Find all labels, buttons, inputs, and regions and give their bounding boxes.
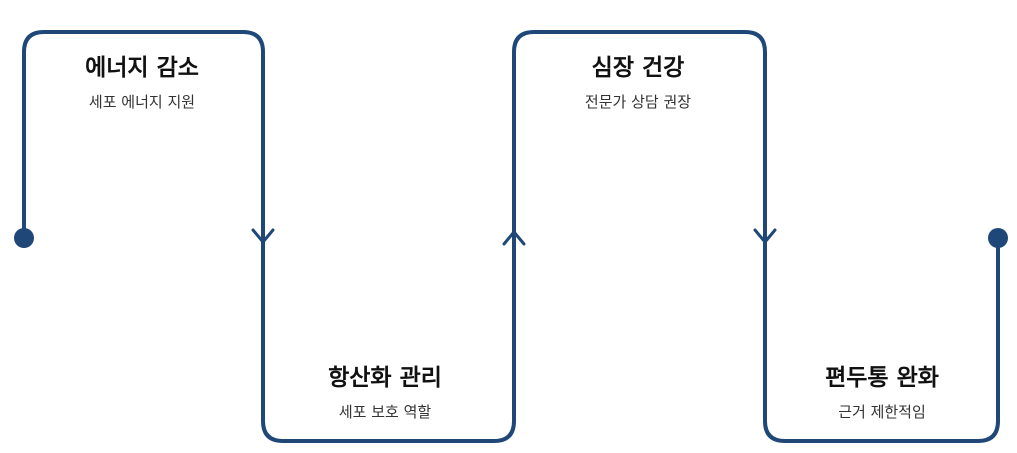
step-2-description: 세포 보호 역할 bbox=[338, 403, 432, 421]
step-1-description: 세포 에너지 지원 bbox=[88, 93, 196, 111]
step-4-description: 근거 제한적임 bbox=[838, 403, 926, 421]
step-3-title: 심장 건강 bbox=[591, 55, 685, 81]
end-node bbox=[988, 228, 1008, 248]
step-2-title: 항산화 관리 bbox=[328, 365, 442, 391]
connector-line bbox=[22, 30, 1000, 443]
start-node bbox=[14, 228, 34, 248]
arrow-up-icon bbox=[502, 230, 526, 246]
step-1-title: 에너지 감소 bbox=[85, 55, 199, 81]
arrow-down-icon bbox=[753, 228, 777, 244]
step-4-title: 편두통 완화 bbox=[825, 365, 939, 391]
step-3-description: 전문가 상담 권장 bbox=[584, 93, 692, 111]
arrow-down-icon bbox=[251, 228, 275, 244]
